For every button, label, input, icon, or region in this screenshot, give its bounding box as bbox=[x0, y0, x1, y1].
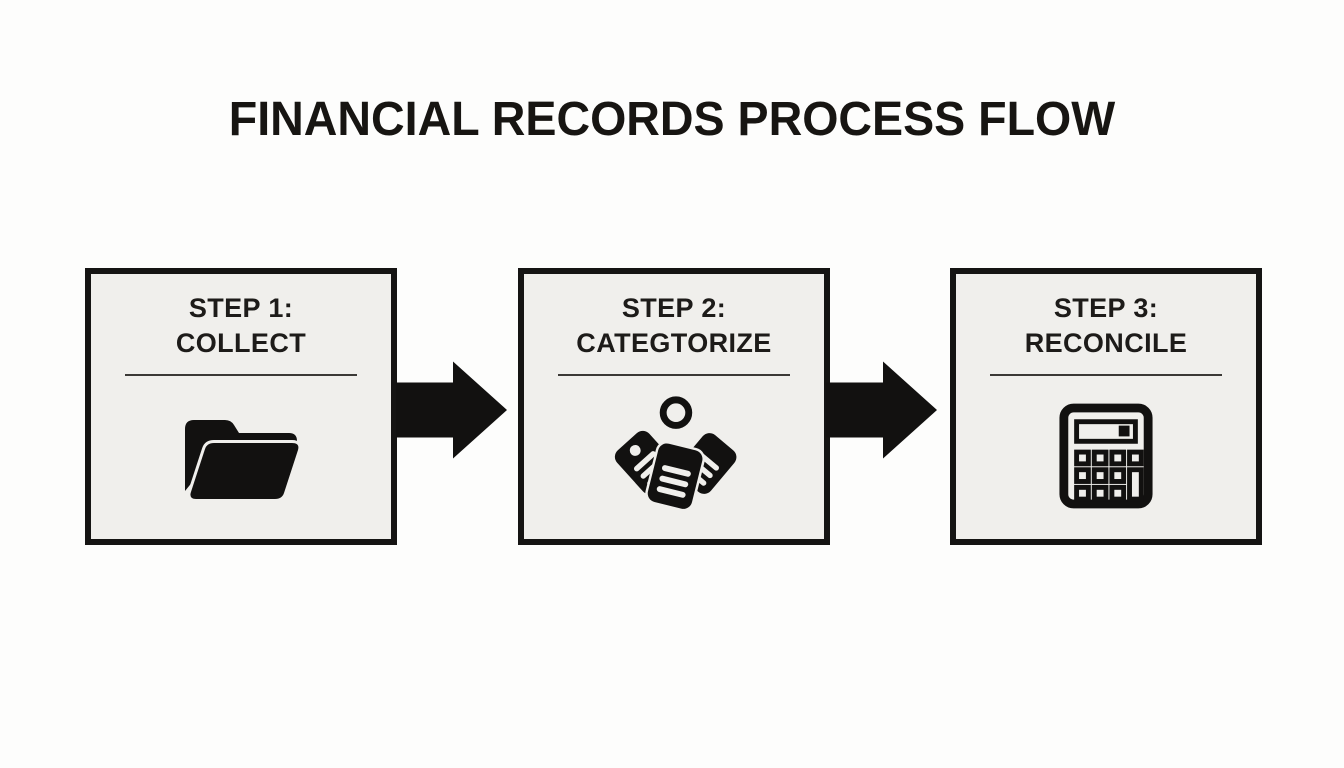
step-number-label: STEP 2: bbox=[621, 293, 727, 323]
step-heading: STEP 2: CATEGTORIZE bbox=[524, 291, 824, 361]
calculator-icon bbox=[1057, 401, 1155, 511]
step-number-label: STEP 1: bbox=[188, 293, 294, 323]
step-icon-area bbox=[524, 376, 824, 536]
step-divider bbox=[990, 374, 1222, 377]
step-number-label: STEP 3: bbox=[1053, 293, 1159, 323]
step-action-label: CATEGTORIZE bbox=[576, 328, 772, 359]
step-box-categorize: STEP 2: CATEGTORIZE bbox=[518, 268, 830, 545]
step-box-reconcile: STEP 3: RECONCILE bbox=[950, 268, 1262, 545]
step-heading: STEP 3: RECONCILE bbox=[956, 291, 1256, 361]
step-action-label: COLLECT bbox=[175, 328, 307, 359]
step-icon-area bbox=[91, 376, 391, 536]
step-box-collect: STEP 1: COLLECT bbox=[85, 268, 397, 545]
diagram-title: FINANCIAL RECORDS PROCESS FLOW bbox=[228, 93, 1116, 146]
folder-icon bbox=[175, 405, 307, 507]
tags-icon bbox=[605, 392, 743, 520]
step-icon-area bbox=[956, 376, 1256, 536]
step-heading: STEP 1: COLLECT bbox=[91, 291, 391, 361]
step-divider bbox=[558, 374, 790, 377]
step-action-label: RECONCILE bbox=[1024, 328, 1188, 359]
step-divider bbox=[125, 374, 357, 377]
flow-arrow-right bbox=[826, 361, 937, 459]
flow-arrow-right bbox=[396, 361, 507, 459]
